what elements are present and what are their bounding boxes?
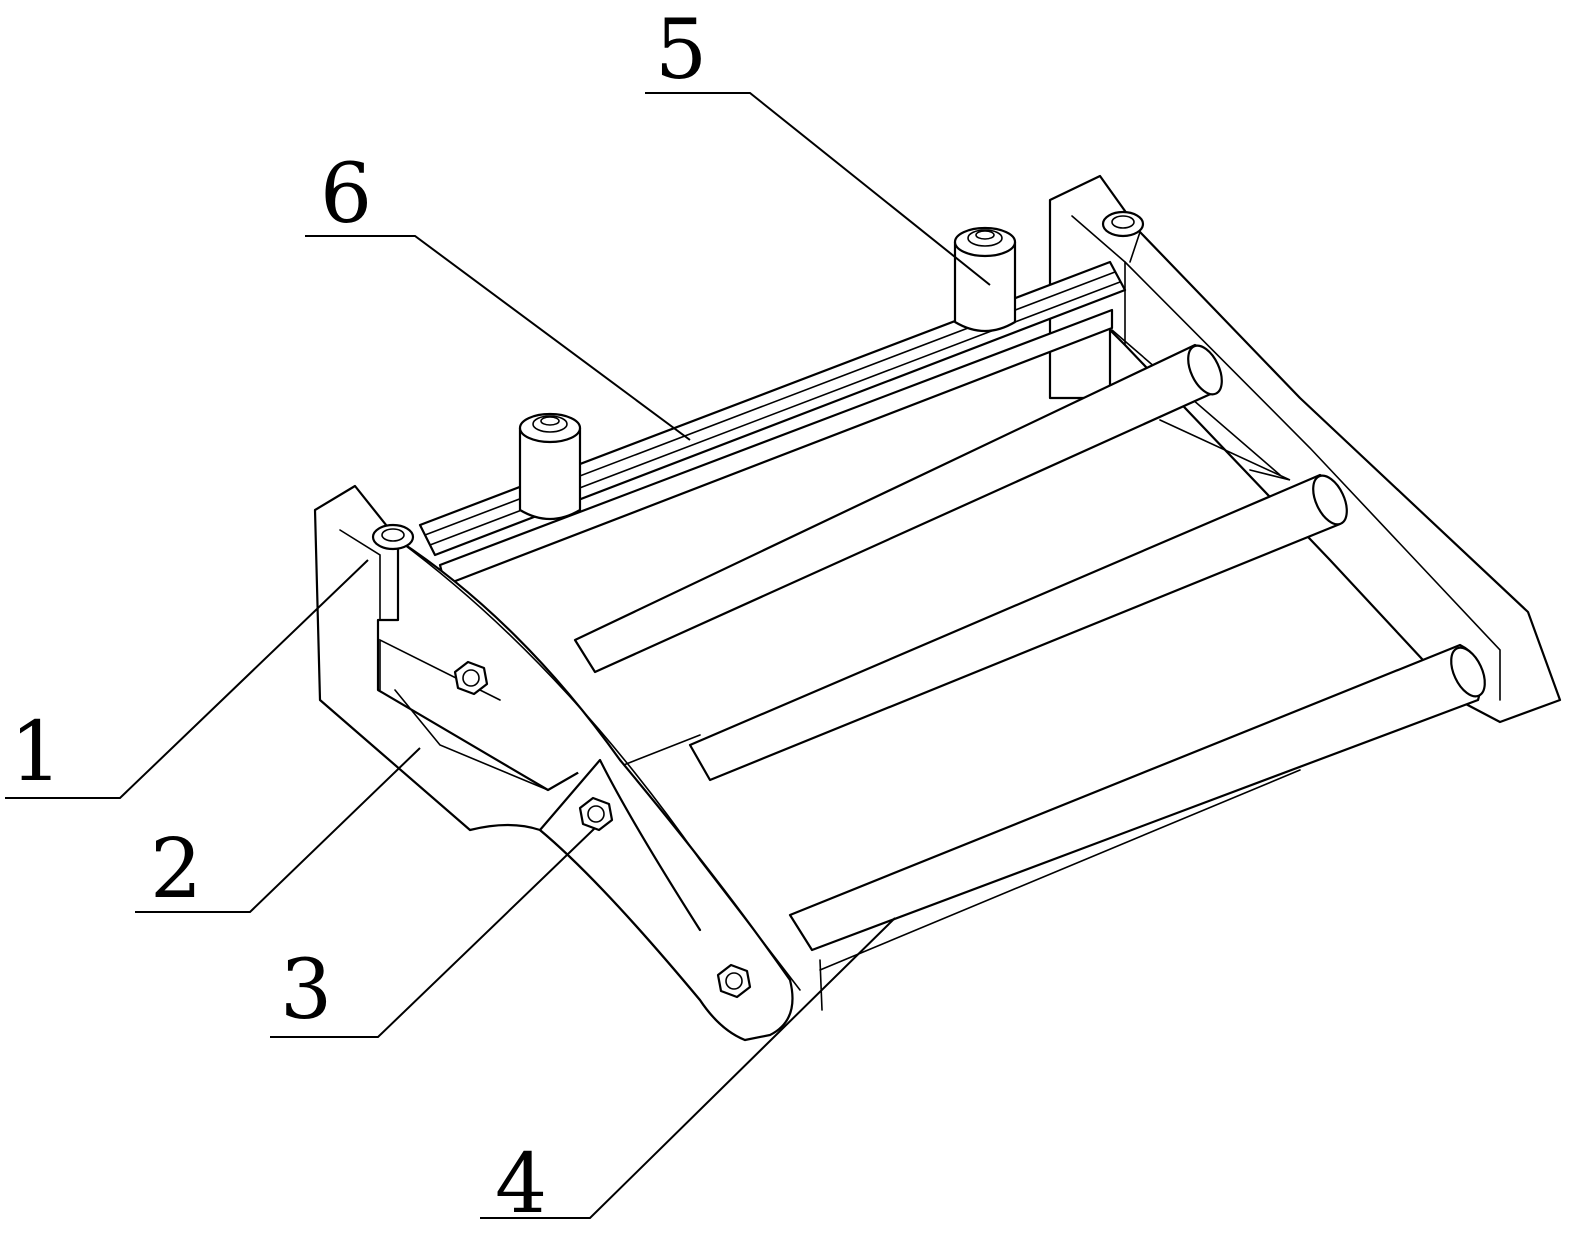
callout-4: 4 xyxy=(495,1137,547,1232)
callout-5: 5 xyxy=(655,3,707,98)
upright-cylinders xyxy=(518,226,1017,520)
right-top-nut xyxy=(1101,210,1145,238)
hex-bolts xyxy=(453,660,752,999)
roller-rods xyxy=(559,343,1486,971)
callout-3: 3 xyxy=(280,943,332,1038)
callout-6: 6 xyxy=(320,147,372,242)
left-top-nut xyxy=(371,523,415,551)
left-side-plate xyxy=(313,484,823,1042)
callout-labels: 1 2 3 4 5 6 xyxy=(10,3,707,1232)
callout-1: 1 xyxy=(10,705,62,800)
leader-lines xyxy=(5,92,991,1219)
right-side-plate xyxy=(1048,174,1562,724)
callout-2: 2 xyxy=(150,822,202,917)
